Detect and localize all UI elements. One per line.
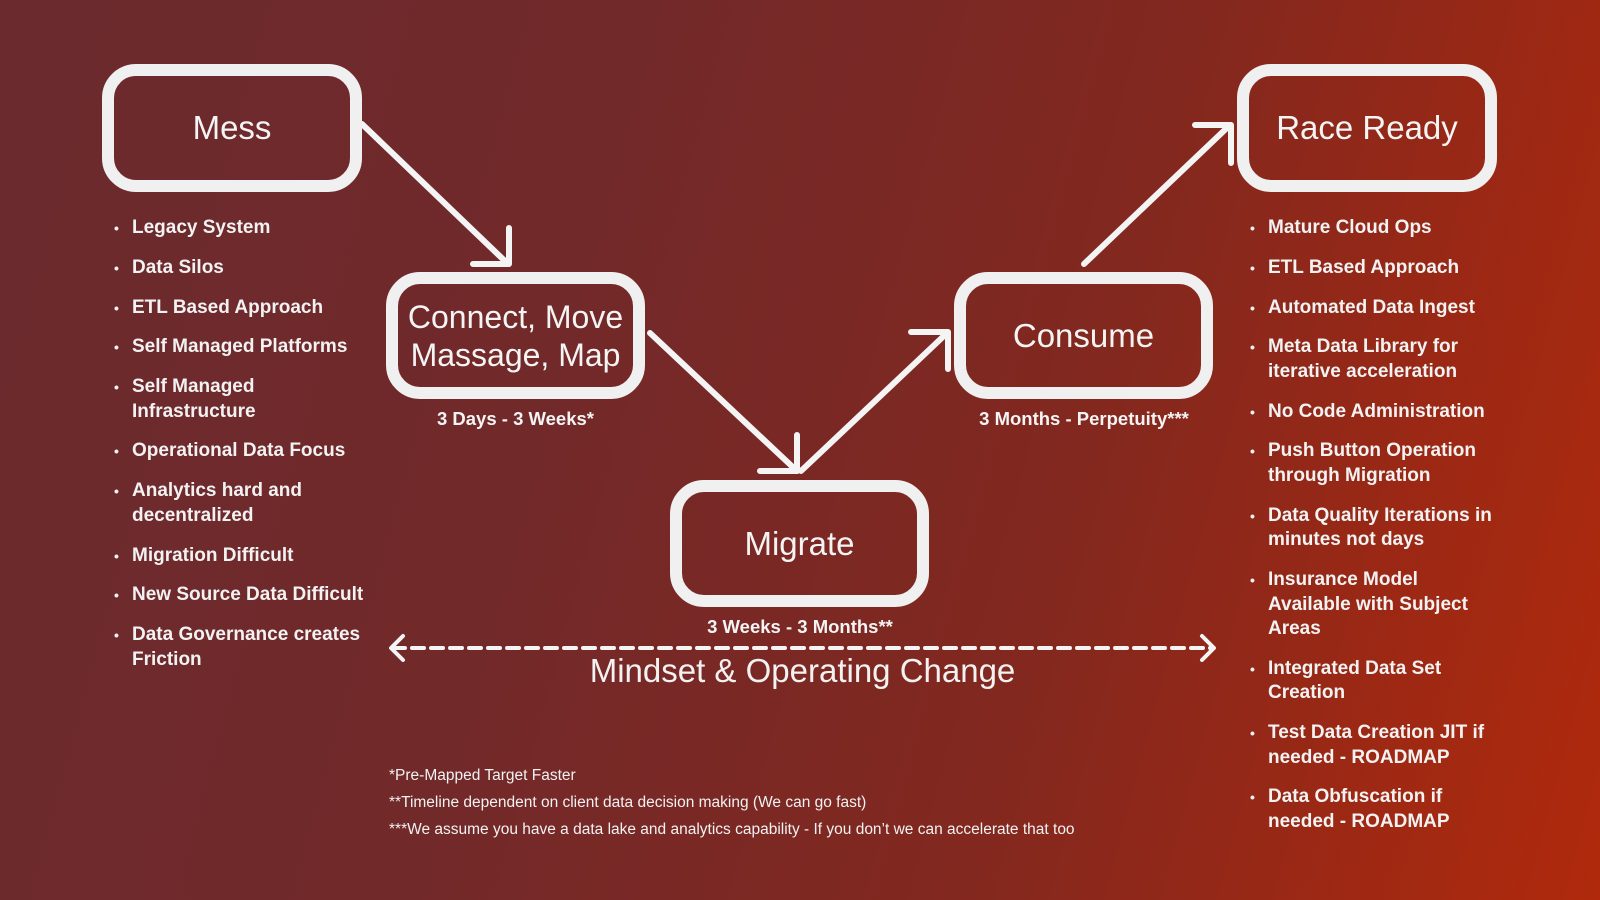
list-item-text: Self Managed Platforms (132, 336, 348, 358)
bullet-icon: • (114, 299, 119, 316)
stage-connect: Connect, Move Massage, Map (386, 272, 645, 399)
stage-migrate: Migrate (670, 480, 929, 607)
bullet-icon: • (114, 443, 119, 460)
list-item-text: New Source Data Difficult (132, 584, 364, 606)
list-item: • Legacy System (114, 216, 374, 241)
list-item-text: Operational Data Focus (132, 440, 346, 462)
list-item: • Data Quality Iterations in minutes not … (1250, 504, 1500, 553)
mindset-label: Mindset & Operating Change (589, 652, 1016, 689)
bullet-icon: • (1250, 507, 1255, 524)
duration-consume: 3 Months - Perpetuity*** (979, 408, 1189, 429)
bullet-icon: • (114, 379, 119, 396)
list-item-text: Automated Data Ingest (1268, 296, 1475, 318)
list-item-text: Data Governance creates Friction (132, 624, 361, 670)
arrow-connect-to-migrate (647, 330, 800, 474)
footnote-2: **Timeline dependent on client data deci… (389, 794, 867, 811)
bullet-icon: • (1250, 572, 1255, 589)
stage-consume-label: Consume (1012, 316, 1155, 354)
duration-migrate: 3 Weeks - 3 Months** (707, 616, 893, 637)
list-item: • Data Silos (114, 256, 374, 281)
footnotes: *Pre-Mapped Target Faster **Timeline dep… (389, 762, 1075, 843)
race-ready-characteristics-list: • Mature Cloud Ops • ETL Based Approach • Aut… (1250, 216, 1500, 850)
footnote-3: ***We assume you have a data lake and an… (389, 821, 1075, 838)
list-item: • Insurance Model Available with Subject … (1250, 568, 1500, 642)
list-item-text: Integrated Data Set Creation (1268, 657, 1442, 704)
list-item-text: ETL Based Approach (1268, 256, 1460, 278)
bullet-icon: • (1250, 443, 1255, 460)
list-item: • Automated Data Ingest (1250, 296, 1500, 321)
list-item-text: Push Button Operation through Migration (1268, 440, 1476, 486)
bullet-icon: • (114, 339, 119, 356)
bullet-icon: • (1250, 299, 1255, 316)
list-item: • Migration Difficult (114, 544, 374, 569)
stage-mess: Mess (102, 64, 362, 192)
list-item: • Test Data Creation JIT if needed - ROAD… (1250, 721, 1500, 770)
list-item-text: Meta Data Library for iterative accelera… (1268, 336, 1459, 382)
stage-connect-line2: Massage, Map (410, 336, 621, 373)
list-item: • Data Governance creates Friction (114, 623, 374, 672)
list-item: • Push Button Operation through Migration (1250, 439, 1500, 488)
list-item: • Mature Cloud Ops (1250, 216, 1500, 241)
list-item: • New Source Data Difficult (114, 583, 374, 608)
list-item-text: Legacy System (132, 217, 271, 238)
arrow-consume-to-race-ready (1081, 122, 1234, 267)
stage-race-ready-label: Race Ready (1276, 109, 1458, 146)
list-item-text: Self Managed Infrastructure (132, 376, 256, 422)
bullet-icon: • (1250, 789, 1255, 806)
list-item-text: Insurance Model Available with Subject A… (1268, 569, 1468, 640)
list-item-text: ETL Based Approach (132, 296, 324, 318)
bullet-icon: • (114, 483, 119, 500)
list-item: • ETL Based Approach (114, 296, 374, 321)
list-item: • No Code Administration (1250, 400, 1500, 425)
bullet-icon: • (1250, 660, 1255, 677)
stage-connect-line1: Connect, Move (407, 298, 624, 335)
list-item: • Meta Data Library for iterative acceler… (1250, 335, 1500, 384)
bullet-icon: • (114, 587, 119, 604)
list-item: • Data Obfuscation if needed - ROADMAP (1250, 785, 1500, 834)
bullet-icon: • (1250, 403, 1255, 420)
stage-consume: Consume (954, 272, 1213, 399)
stage-migrate-label: Migrate (744, 524, 855, 562)
list-item: • ETL Based Approach (1250, 256, 1500, 281)
bullet-icon: • (1250, 339, 1255, 356)
mess-characteristics-list: • Legacy System • Data Silos • ETL Based Appr… (114, 216, 374, 687)
list-item-text: Migration Difficult (132, 544, 294, 566)
list-item: • Analytics hard and decentralized (114, 479, 374, 528)
stage-mess-label: Mess (192, 109, 272, 146)
list-item-text: Data Quality Iterations in minutes not d… (1268, 504, 1492, 551)
duration-connect: 3 Days - 3 Weeks* (436, 408, 594, 429)
arrow-mess-to-connect (359, 121, 512, 267)
list-item: • Self Managed Platforms (114, 335, 374, 360)
bullet-icon: • (114, 547, 119, 564)
list-item-text: Analytics hard and decentralized (132, 480, 302, 526)
bullet-icon: • (1250, 220, 1255, 236)
bullet-icon: • (114, 627, 119, 644)
bullet-icon: • (1250, 725, 1255, 742)
list-item-text: No Code Administration (1268, 400, 1485, 422)
arrow-migrate-to-consume (798, 329, 951, 474)
list-item-text: Test Data Creation JIT if needed - ROADM… (1268, 722, 1485, 768)
stage-race-ready: Race Ready (1237, 64, 1497, 192)
bullet-icon: • (114, 259, 119, 276)
bullet-icon: • (114, 220, 119, 236)
list-item: • Operational Data Focus (114, 439, 374, 464)
footnote-1: *Pre-Mapped Target Faster (389, 767, 576, 784)
list-item: • Self Managed Infrastructure (114, 375, 374, 424)
list-item-text: Data Silos (132, 256, 224, 278)
list-item-text: Mature Cloud Ops (1268, 217, 1432, 238)
mindset-dashed-arrow (389, 634, 1216, 662)
list-item: • Integrated Data Set Creation (1250, 657, 1500, 706)
list-item-text: Data Obfuscation if needed - ROADMAP (1268, 786, 1450, 832)
bullet-icon: • (1250, 259, 1255, 276)
